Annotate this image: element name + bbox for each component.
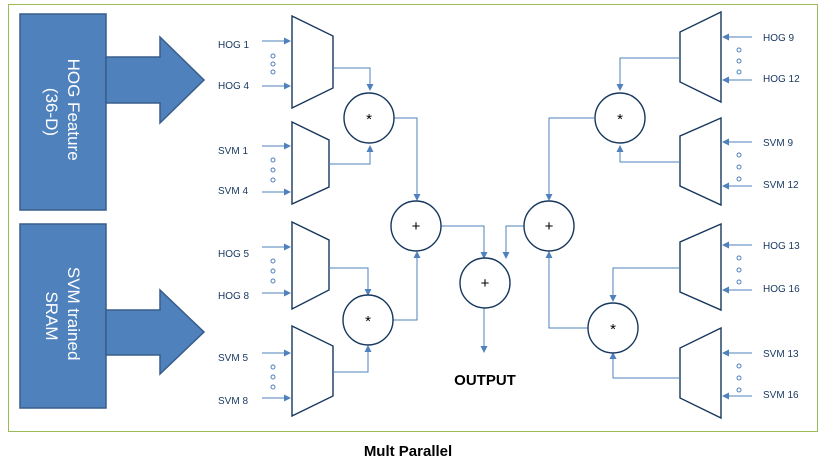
mux-hog-5-8: HOG 5 HOG 8: [218, 220, 330, 311]
mux-input-label-top: HOG 13: [763, 241, 800, 252]
mux-shape: [291, 14, 334, 110]
mux-input-label-top: SVM 9: [763, 138, 793, 149]
mux-shape: [291, 324, 334, 418]
multiplier-node: *: [587, 302, 639, 354]
hog-feature-block: [19, 13, 107, 211]
multiply-symbol: *: [365, 313, 371, 330]
mux-input-label-top: SVM 5: [218, 353, 248, 364]
add-symbol: +: [545, 218, 554, 235]
mux-hog-9-12: HOG 9 HOG 12: [679, 10, 800, 104]
add-symbol: +: [481, 275, 490, 292]
add-symbol: +: [412, 218, 421, 235]
mux-hog-13-16: HOG 13 HOG 16: [679, 222, 800, 312]
mux-input-label-bottom: HOG 8: [218, 291, 250, 302]
mux-shape: [679, 222, 722, 312]
svm-sram-label: SVM trained SRAM: [42, 267, 83, 365]
adder-node: +: [523, 200, 575, 252]
svm-data-arrow: [105, 288, 206, 376]
mux-shape: [679, 326, 722, 420]
mux-shape: [679, 116, 722, 207]
multiply-symbol: *: [366, 111, 372, 128]
mux-input-label-bottom: HOG 12: [763, 74, 800, 85]
diagram-title: Mult Parallel: [364, 443, 452, 460]
mux-input-label-bottom: SVM 4: [218, 186, 248, 197]
multiply-symbol: *: [617, 111, 623, 128]
mux-svm-5-8: SVM 5 SVM 8: [218, 324, 334, 418]
adder-node: +: [390, 200, 442, 252]
mux-input-label-bottom: HOG 16: [763, 284, 800, 295]
mux-input-label-top: SVM 13: [763, 349, 799, 360]
hog-data-arrow: [105, 35, 206, 125]
multiply-symbol: *: [610, 321, 616, 338]
mux-input-label-top: HOG 9: [763, 33, 795, 44]
mux-svm-1-4: SVM 1 SVM 4: [218, 120, 330, 206]
mux-hog-1-4: HOG 1 HOG 4: [218, 14, 334, 110]
diagram-frame: [8, 4, 818, 432]
mux-input-label-bottom: SVM 8: [218, 396, 248, 407]
multiplier-node: *: [343, 92, 395, 144]
multiplier-node: *: [342, 294, 394, 346]
mux-input-label-bottom: HOG 4: [218, 81, 250, 92]
multiplier-node: *: [594, 92, 646, 144]
mux-svm-13-16: SVM 13 SVM 16: [679, 326, 799, 420]
svm-sram-block: [19, 223, 107, 409]
mux-input-label-bottom: SVM 16: [763, 390, 799, 401]
mux-input-label-top: HOG 5: [218, 249, 250, 260]
mux-svm-9-12: SVM 9 SVM 12: [679, 116, 799, 207]
hog-feature-label: HOG Feature (36-D): [42, 59, 83, 166]
mux-shape: [291, 220, 330, 311]
final-adder-node: +: [459, 257, 511, 309]
mux-input-label-top: HOG 1: [218, 40, 250, 51]
mux-shape: [291, 120, 330, 206]
output-label: OUTPUT: [454, 372, 516, 389]
mux-input-label-top: SVM 1: [218, 146, 248, 157]
mux-input-label-bottom: SVM 12: [763, 180, 799, 191]
mux-shape: [679, 10, 722, 104]
